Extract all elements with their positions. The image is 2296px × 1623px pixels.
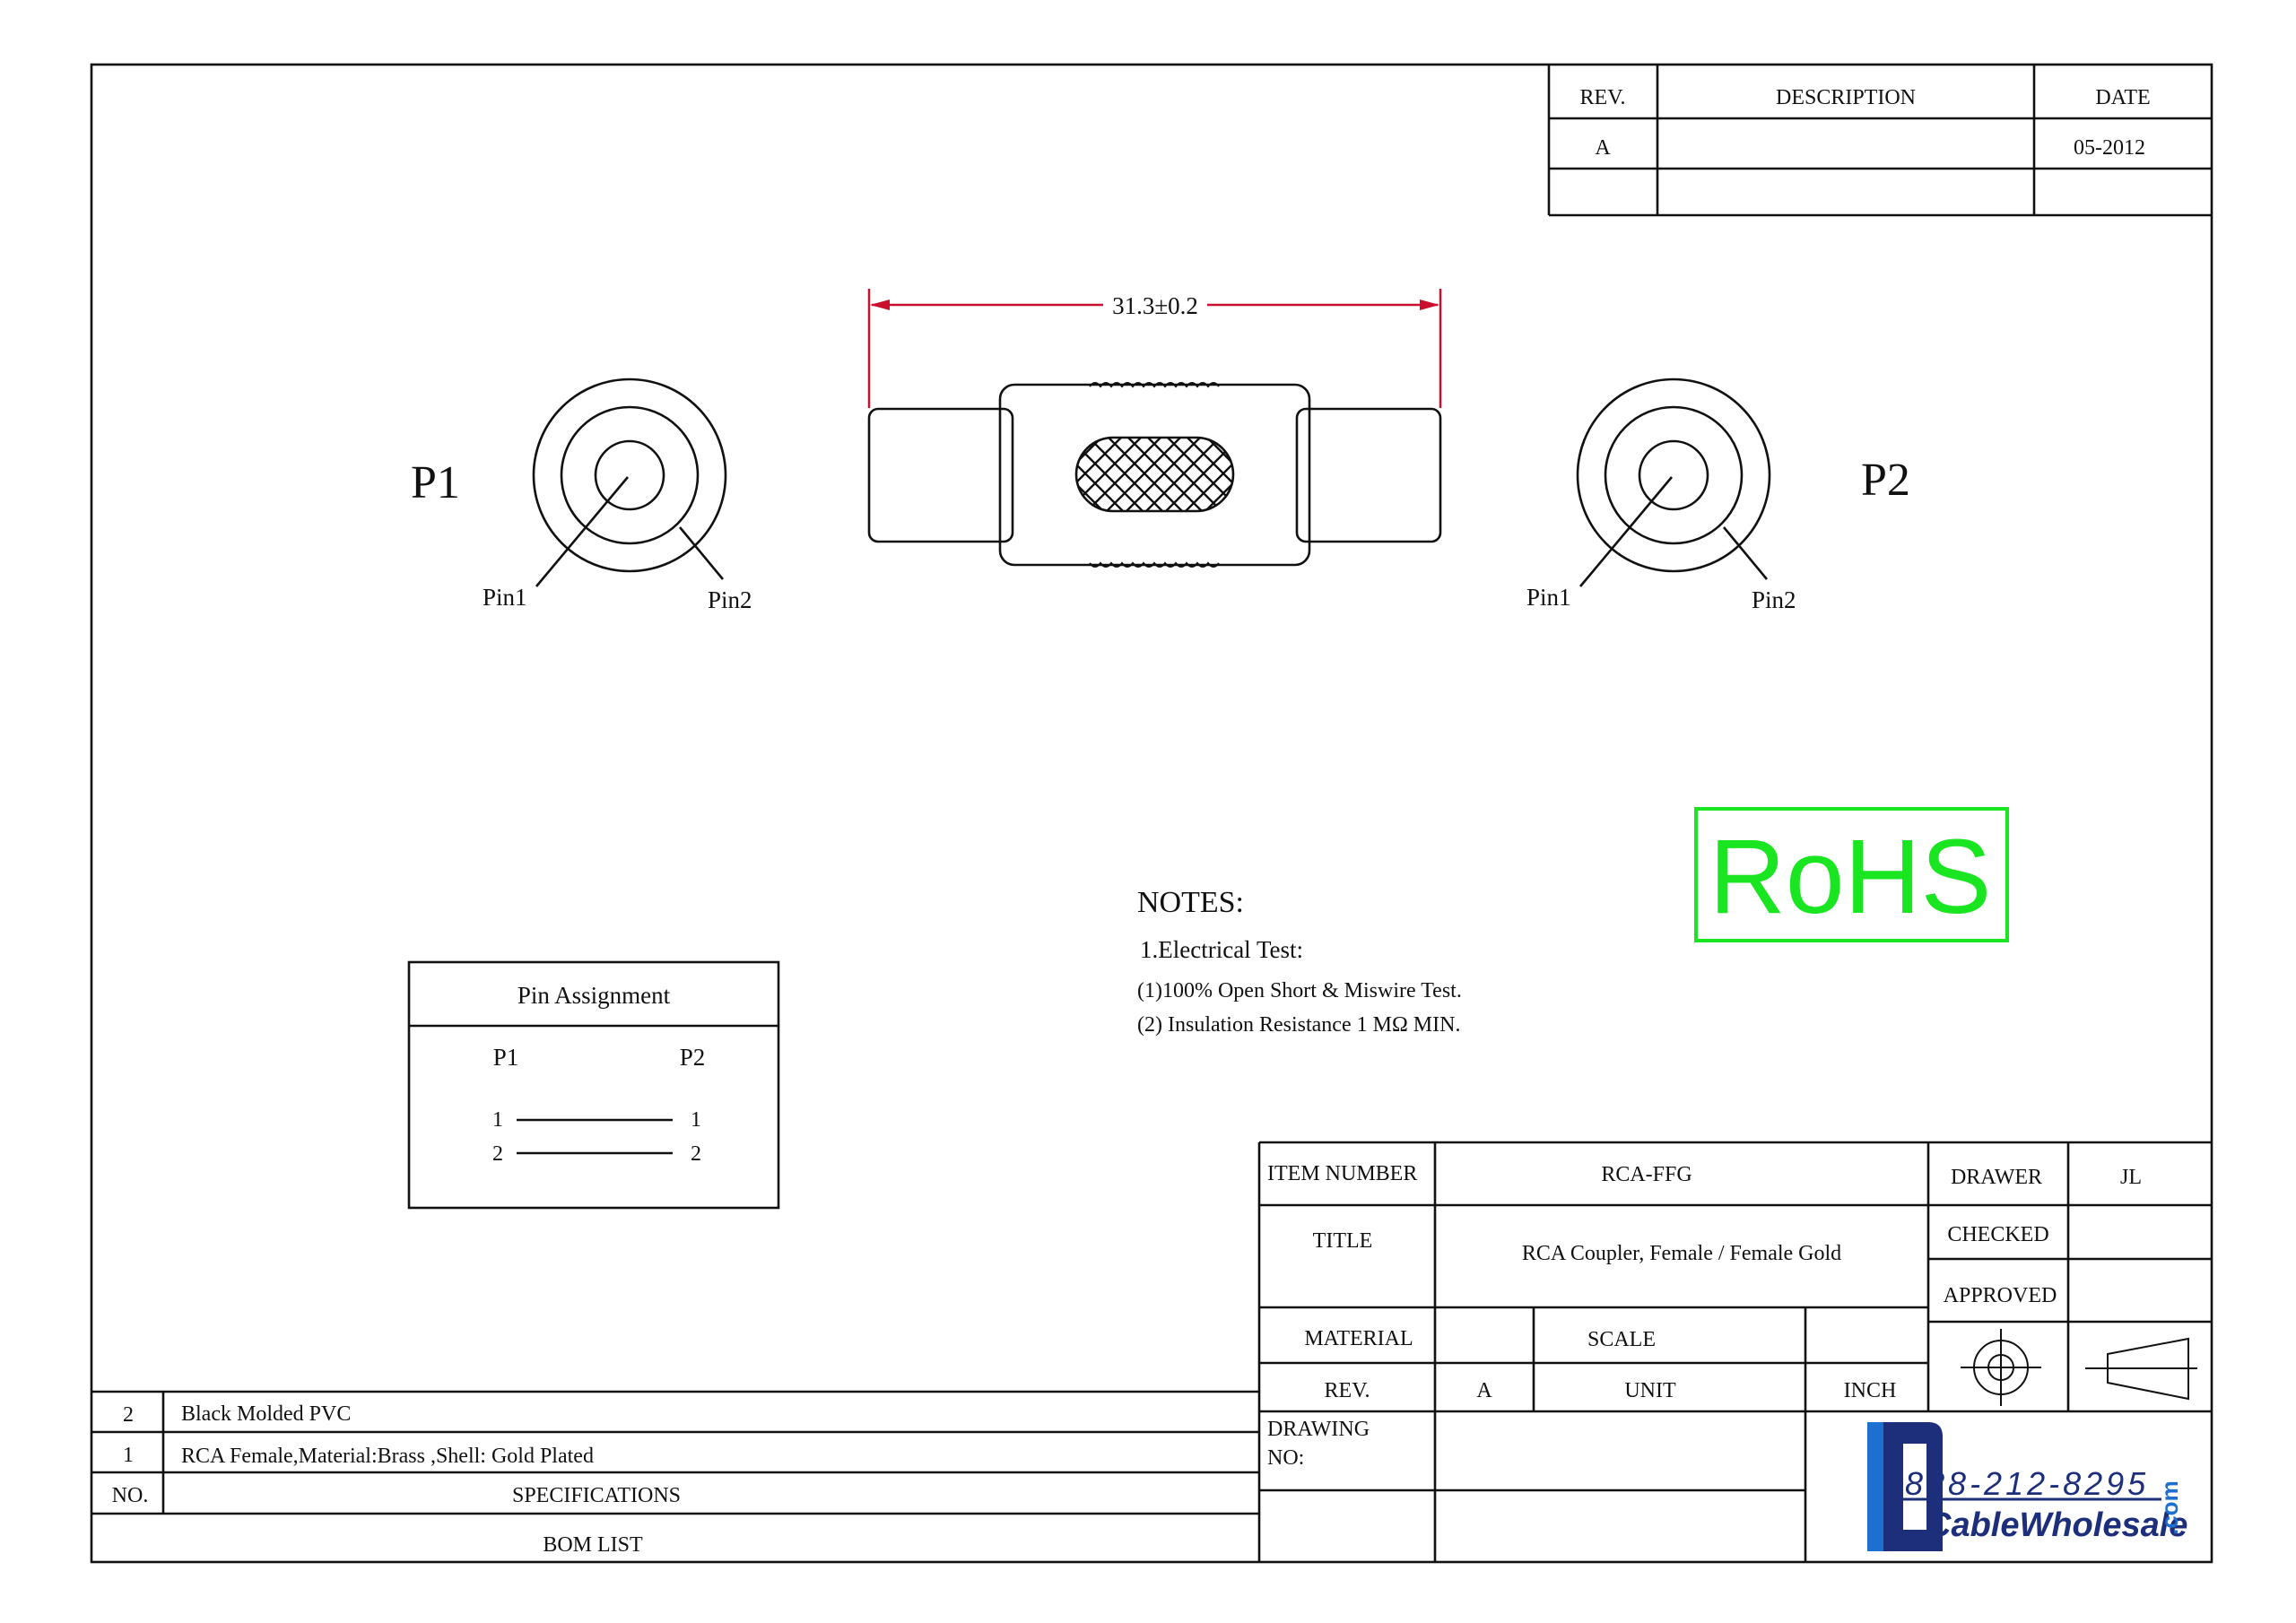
bom-row-2-no: 1: [123, 1444, 134, 1467]
logo-suffix: .com: [2156, 1480, 2183, 1535]
notes-line-1: 1.Electrical Test:: [1140, 936, 1303, 963]
date-header: DATE: [2095, 86, 2150, 109]
rohs-mark: RoHS: [1694, 807, 2009, 942]
scale-label: SCALE: [1587, 1328, 1656, 1351]
drawing-no-label-line1: DRAWING: [1267, 1418, 1370, 1441]
bom-no-header: NO.: [112, 1484, 149, 1507]
notes-line-2: (1)100% Open Short & Miswire Test.: [1137, 979, 1462, 1002]
p1-pin1-label: Pin1: [483, 584, 527, 611]
unit-label: UNIT: [1624, 1379, 1676, 1402]
rev-value: A: [1476, 1379, 1492, 1402]
logo-name: CableWholesale: [1926, 1506, 2187, 1544]
drawer-value: JL: [2120, 1166, 2142, 1189]
pin-row-2-left: 2: [492, 1142, 503, 1166]
bom-row-2-spec: RCA Female,Material:Brass ,Shell: Gold P…: [181, 1445, 594, 1468]
bom-spec-header: SPECIFICATIONS: [512, 1484, 681, 1507]
pin-row-1-left: 1: [492, 1108, 503, 1132]
bom-footer: BOM LIST: [543, 1533, 643, 1557]
checked-label: CHECKED: [1947, 1223, 2048, 1246]
unit-value: INCH: [1844, 1379, 1897, 1402]
dimension-label: 31.3±0.2: [1112, 292, 1198, 319]
p2-pin2-label: Pin2: [1752, 586, 1796, 613]
p2-label: P2: [1861, 455, 1910, 506]
bom-row-1-no: 2: [123, 1403, 134, 1427]
cablewholesale-logo: 888-212-8295 CableWholesale .com: [1867, 1422, 2187, 1551]
material-label: MATERIAL: [1304, 1327, 1413, 1350]
logo-phone: 888-212-8295: [1905, 1465, 2149, 1502]
notes: NOTES: 1.Electrical Test: (1)100% Open S…: [1137, 886, 1462, 1037]
title-value: RCA Coupler, Female / Female Gold: [1522, 1242, 1841, 1265]
drawer-label: DRAWER: [1951, 1166, 2042, 1189]
notes-title: NOTES:: [1137, 886, 1244, 919]
coupler-side-view: [867, 382, 1442, 568]
rev-header: REV.: [1580, 86, 1626, 109]
pin-assignment-col-p2: P2: [680, 1044, 706, 1071]
item-number-label: ITEM NUMBER: [1267, 1162, 1417, 1185]
rev-label: REV.: [1325, 1379, 1370, 1402]
drawing-no-label-line2: NO:: [1267, 1446, 1304, 1470]
p2-end-view: P2 Pin1 Pin2: [1526, 378, 1910, 613]
p1-pin2-label: Pin2: [708, 586, 752, 613]
pin-row-2-right: 2: [691, 1142, 701, 1166]
approved-label: APPROVED: [1944, 1284, 2057, 1307]
pin-assignment-col-p1: P1: [493, 1044, 519, 1071]
notes-line-3: (2) Insulation Resistance 1 MΩ MIN.: [1137, 1013, 1460, 1037]
p2-pin1-label: Pin1: [1526, 584, 1571, 611]
projection-circle-symbol: [1961, 1329, 2041, 1406]
rohs-text: RoHS: [1709, 818, 1992, 936]
title-block: ITEM NUMBER RCA-FFG TITLE RCA Coupler, F…: [1257, 1141, 2212, 1562]
revision-block: REV. DESCRIPTION DATE A 05-2012: [1547, 65, 2212, 217]
projection-cone-symbol: [2085, 1337, 2197, 1401]
p1-end-view: P1 Pin1 Pin2: [411, 378, 752, 613]
date-value: 05-2012: [2074, 136, 2145, 160]
rev-value: A: [1595, 136, 1611, 160]
pin-assignment-title: Pin Assignment: [517, 982, 671, 1009]
length-dimension: 31.3±0.2: [867, 289, 1442, 408]
bom-list: 2 Black Molded PVC 1 RCA Female,Material…: [91, 1390, 1259, 1557]
title-label: TITLE: [1313, 1229, 1373, 1253]
sheet-border: [90, 63, 2213, 1564]
item-number-value: RCA-FFG: [1601, 1163, 1692, 1186]
p1-label: P1: [411, 457, 460, 508]
pin-assignment-table: Pin Assignment P1 P2 1 1 2 2: [407, 960, 780, 1210]
description-header: DESCRIPTION: [1776, 86, 1916, 109]
bom-row-1-spec: Black Molded PVC: [181, 1402, 351, 1426]
pin-row-1-right: 1: [691, 1108, 701, 1132]
